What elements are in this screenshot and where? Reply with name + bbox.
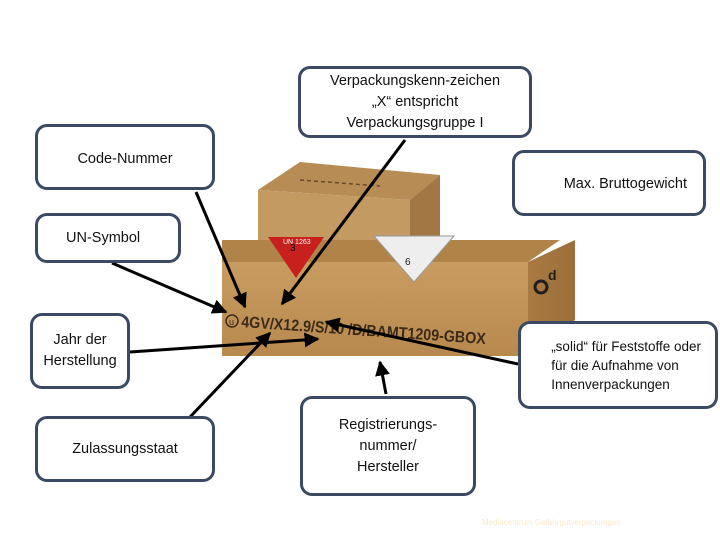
- svg-text:d: d: [548, 267, 557, 283]
- arrow-registrierung: [375, 360, 390, 395]
- svg-text:UN 1263: UN 1263: [283, 239, 311, 246]
- svg-text:u: u: [229, 317, 234, 327]
- arrow-solid: [324, 317, 519, 366]
- hazard-label-white: 6: [372, 235, 456, 283]
- manufacturer-logo: d: [533, 267, 557, 295]
- footer-watermark: Mediacentrum Gefahrgutverpackungen: [482, 518, 621, 527]
- svg-text:6: 6: [405, 257, 411, 268]
- callout-max-gross-weight-text: Max. Bruttogewicht: [563, 175, 687, 192]
- callout-approval-state-text: Zulassungsstaat: [72, 440, 178, 457]
- callout-un-symbol-text: UN-Symbol: [66, 229, 141, 246]
- arrow-kennzeichen: [280, 139, 407, 306]
- callout-arrows: [111, 139, 519, 419]
- callout-solid: „solid“ für Feststoffe oder für die Aufn…: [518, 321, 718, 409]
- svg-text:3: 3: [290, 243, 296, 254]
- arrow-un: [111, 261, 228, 314]
- callout-packaging-mark-text: Verpackungskenn-zeichen „X“ entspricht V…: [329, 72, 501, 131]
- arrow-code: [194, 191, 247, 309]
- callout-registration-number-text: Registrierungs- nummer/ Hersteller: [338, 416, 438, 475]
- back-box: [258, 162, 440, 240]
- callout-code-number-text: Code-Nummer: [77, 151, 173, 167]
- callout-year-of-manufacture-text: Jahr der Herstellung: [43, 332, 117, 369]
- arrow-zulassung: [188, 331, 272, 419]
- arrow-jahr: [129, 332, 320, 354]
- hazard-label-red: UN 1263 3: [268, 237, 324, 278]
- callout-code-number: Code-Nummer: [35, 124, 215, 190]
- callout-solid-text: „solid“ für Feststoffe oder für die Aufn…: [551, 338, 701, 392]
- callout-max-gross-weight: Max. Bruttogewicht: [512, 150, 706, 216]
- callout-approval-state: Zulassungsstaat: [35, 416, 215, 482]
- callout-year-of-manufacture: Jahr der Herstellung: [30, 313, 130, 389]
- callout-registration-number: Registrierungs- nummer/ Hersteller: [300, 396, 476, 496]
- callout-packaging-mark: Verpackungskenn-zeichen „X“ entspricht V…: [298, 66, 532, 138]
- callout-un-symbol: UN-Symbol: [35, 213, 181, 263]
